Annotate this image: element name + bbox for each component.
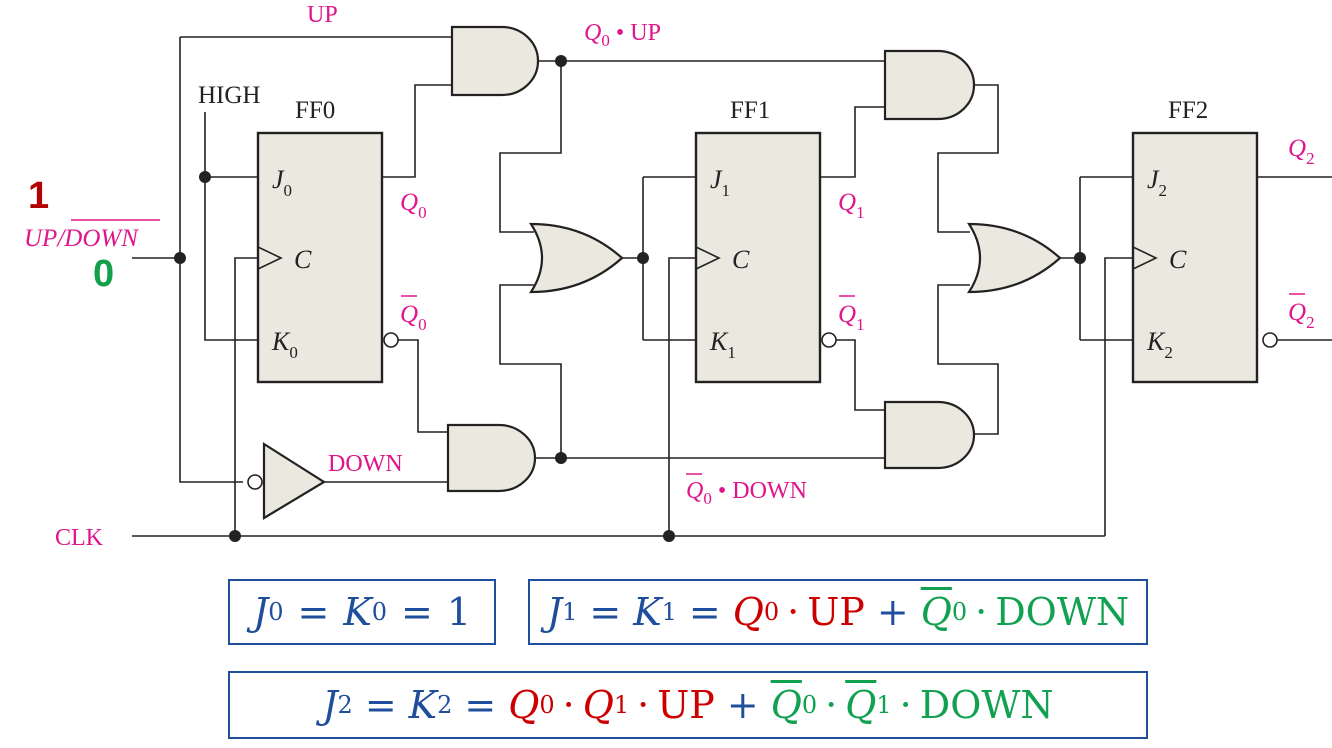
ff0-label: FF0 [295,97,335,124]
ff0-qn-output: Q0 [400,301,427,334]
ff0-k-pin: K0 [271,327,298,362]
q0-up-label: Q0• UP [584,20,661,50]
ff1-j-pin: J1 [710,165,730,200]
ff0-q-output: Q0 [400,189,427,222]
ff2-k-pin: K2 [1146,327,1173,362]
ff2-qn-output: Q2 [1288,299,1315,332]
and-gate-q1-down [883,400,976,470]
q0n-down-label: Q0• DOWN [686,478,807,508]
ff0-c-pin: C [294,245,312,274]
updown-label: UP/DOWN [24,225,139,252]
input-zero-label: 0 [93,253,114,295]
not-gate-down [262,442,327,520]
ff1-q-output: Q1 [838,189,865,222]
ff2-label: FF2 [1168,97,1208,124]
junction-dots [174,55,1086,542]
ff1-qn-output: Q1 [838,301,865,334]
ff2-j-pin: J2 [1147,165,1167,200]
flipflop-ff1 [694,131,837,384]
ff1-label: FF1 [730,97,770,124]
ff1-c-pin: C [732,245,750,274]
flipflop-ff0 [256,131,399,384]
and-gate-q1-up [883,49,976,121]
ff2-c-pin: C [1169,245,1187,274]
or-gate-ff2 [966,222,1062,294]
and-gate-up [450,25,540,97]
and-gate-down [446,423,537,493]
ff1-k-pin: K1 [709,327,736,362]
flipflop-ff2 [1131,131,1278,384]
up-label: UP [307,2,338,28]
clk-label: CLK [55,525,104,551]
high-label: HIGH [198,82,261,109]
down-label: DOWN [328,451,403,477]
not-gate-bubble [247,474,263,490]
input-one-label: 1 [28,175,49,217]
ff2-q-output: Q2 [1288,135,1315,168]
or-gate-ff1 [528,222,624,294]
ff0-j-pin: J0 [272,165,292,200]
